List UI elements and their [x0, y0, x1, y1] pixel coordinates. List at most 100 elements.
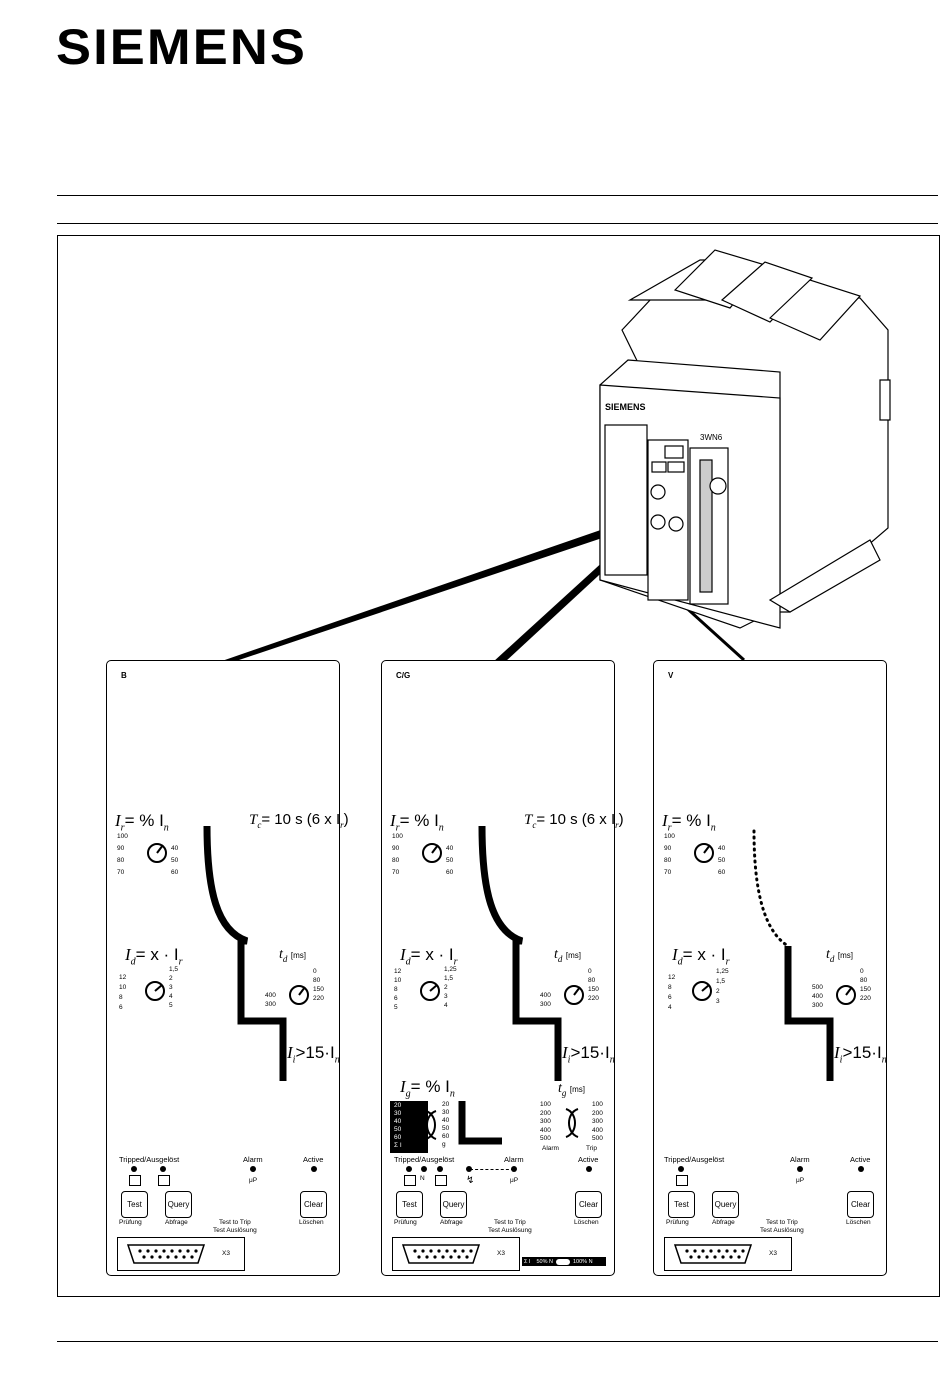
ii-formula: Ii>15·In — [562, 1043, 615, 1066]
tc-formula: Tc= 10 s (6 x Ir) — [249, 811, 349, 830]
test-to-trip-label: Test to Trip — [494, 1219, 526, 1226]
test-button[interactable]: Test — [396, 1191, 423, 1218]
abfrage-label: Abfrage — [440, 1219, 463, 1226]
td-dial[interactable] — [826, 973, 866, 1013]
td-formula: td [ms] — [554, 947, 581, 964]
header-rule-bottom — [57, 223, 938, 224]
shortcircuit-icon — [158, 1175, 170, 1186]
panel-title: C/G — [396, 671, 411, 680]
id-dial[interactable] — [410, 971, 450, 1011]
pointer-line-b — [219, 524, 620, 662]
test-button[interactable]: Test — [121, 1191, 148, 1218]
td-dial[interactable] — [279, 973, 319, 1013]
x3-label: X3 — [497, 1250, 505, 1257]
ir-dial[interactable] — [137, 833, 177, 873]
alarm-label: Alarm — [504, 1155, 524, 1164]
ir-formula: Ir= % In — [115, 811, 169, 834]
clear-button[interactable]: Clear — [300, 1191, 327, 1218]
mu-label: μP — [510, 1177, 519, 1184]
id-dial[interactable] — [135, 971, 175, 1011]
test-button[interactable]: Test — [668, 1191, 695, 1218]
id-formula: Id= x · Ir — [672, 945, 730, 968]
tg-dial[interactable] — [558, 1103, 588, 1143]
header-rule-top — [57, 195, 938, 196]
x3-connector[interactable]: X3 — [664, 1237, 792, 1271]
alarm-led — [511, 1166, 517, 1172]
clear-button[interactable]: Clear — [575, 1191, 602, 1218]
sigma-i-slider[interactable] — [555, 1258, 570, 1265]
alarm-label: Alarm — [243, 1155, 263, 1164]
ig-dial[interactable] — [418, 1105, 448, 1145]
x3-connector[interactable]: X3 — [392, 1237, 520, 1271]
query-button[interactable]: Query — [165, 1191, 192, 1218]
tripped-label: Tripped/Ausgelöst — [119, 1155, 180, 1164]
ig-formula: Ig= % In — [400, 1077, 455, 1100]
shortcircuit-icon — [676, 1175, 688, 1186]
tg-alarm-label: Alarm — [542, 1145, 559, 1152]
ir-dial[interactable] — [684, 833, 724, 873]
ground-fault-icon: ↯ — [466, 1175, 475, 1186]
tripped-led-g — [466, 1166, 472, 1172]
pointer-line-cg — [493, 548, 624, 662]
ii-formula: Ii>15·In — [287, 1043, 340, 1066]
td-formula: td [ms] — [826, 947, 853, 964]
active-label: Active — [303, 1155, 324, 1164]
active-led — [858, 1166, 864, 1172]
test-ausloesung-label: Test Auslösung — [213, 1227, 257, 1234]
tripped-led-2 — [160, 1166, 166, 1172]
ii-formula: Ii>15·In — [834, 1043, 887, 1066]
clear-button[interactable]: Clear — [847, 1191, 874, 1218]
mu-label: μP — [249, 1177, 258, 1184]
query-button[interactable]: Query — [712, 1191, 739, 1218]
td-dial[interactable] — [554, 973, 594, 1013]
ir-dial[interactable] — [412, 833, 452, 873]
query-button[interactable]: Query — [440, 1191, 467, 1218]
pruefung-label: Prüfung — [394, 1219, 417, 1226]
id-formula: Id= x · Ir — [125, 945, 183, 968]
id-dial[interactable] — [682, 971, 722, 1011]
trip-curve — [458, 825, 562, 1145]
pruefung-label: Prüfung — [119, 1219, 142, 1226]
breaker-model: 3WN6 — [700, 433, 723, 442]
mu-label: μP — [796, 1177, 805, 1184]
trip-curve — [203, 825, 287, 1081]
id-formula: Id= x · Ir — [400, 945, 458, 968]
active-led — [311, 1166, 317, 1172]
trip-curve — [752, 829, 834, 1081]
abfrage-label: Abfrage — [165, 1219, 188, 1226]
tripped-label: Tripped/Ausgelöst — [394, 1155, 455, 1164]
siemens-logo: SIEMENS — [56, 19, 308, 75]
neutral-label: N — [420, 1175, 425, 1182]
active-led — [586, 1166, 592, 1172]
test-to-trip-label: Test to Trip — [219, 1219, 251, 1226]
dashed-divider — [470, 1169, 514, 1170]
x3-label: X3 — [769, 1250, 777, 1257]
test-to-trip-label: Test to Trip — [766, 1219, 798, 1226]
x3-connector[interactable]: X3 — [117, 1237, 245, 1271]
abfrage-label: Abfrage — [712, 1219, 735, 1226]
overload-icon — [404, 1175, 416, 1186]
figure-frame — [57, 235, 940, 1297]
tg-formula: tg [ms] — [558, 1081, 585, 1098]
x3-label: X3 — [222, 1250, 230, 1257]
ir-formula: Ir= % In — [662, 811, 716, 834]
